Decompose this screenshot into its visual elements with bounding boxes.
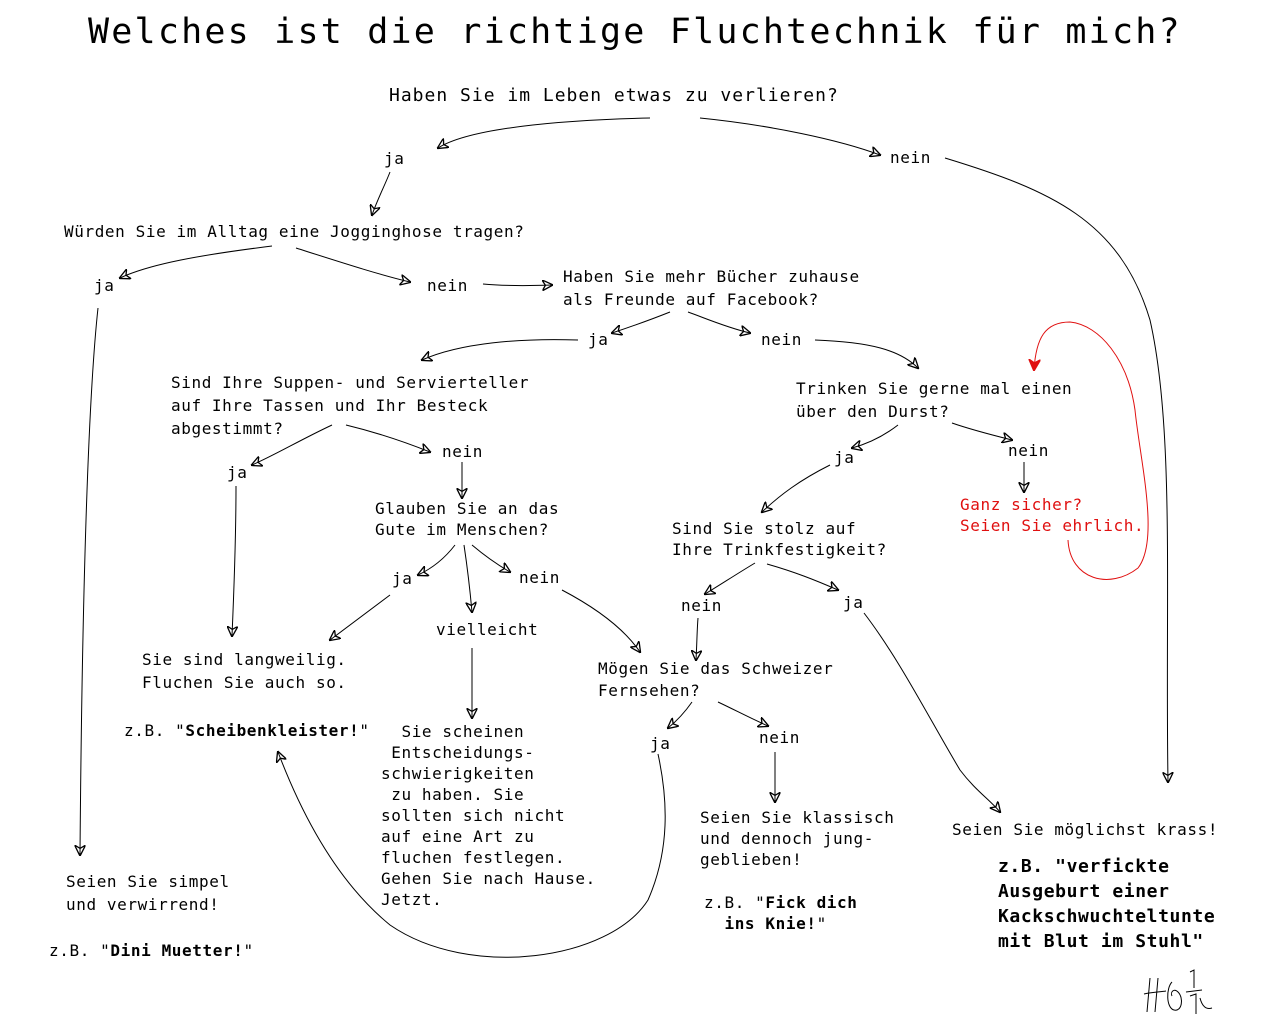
example-prefix: z.B. "	[124, 721, 186, 740]
label-ja-q5: ja	[834, 448, 855, 467]
label-nein-q6: nein	[519, 568, 560, 587]
edge-q5-ja	[852, 424, 899, 448]
edge-nein-q8	[561, 589, 640, 652]
question-schweizer-fernsehen: Mögen Sie das Schweizer Fernsehen?	[598, 659, 834, 700]
edge-ja-q7	[762, 464, 831, 512]
red-question-ehrlich: Ganz sicher? Seien Sie ehrlich.	[960, 495, 1145, 535]
signature-icon	[1143, 969, 1213, 1014]
edge-ja-q2	[372, 171, 391, 215]
result-krass: Seien Sie möglichst krass!	[952, 820, 1219, 839]
edge-q3-ja	[612, 311, 671, 333]
question-buecher-freunde: Haben Sie mehr Bücher zuhause als Freund…	[563, 267, 860, 309]
edge-q4-nein	[345, 424, 430, 452]
example-fick-dich-word: Fick dich ins Knie!	[724, 893, 858, 933]
edge-q8-ja	[668, 701, 693, 728]
question-leben-verlieren: Haben Sie im Leben etwas zu verlieren?	[389, 85, 839, 106]
label-ja-q7: ja	[843, 593, 864, 612]
result-unentschieden: Sie scheinen Entscheidungs- schwierigkei…	[381, 722, 596, 909]
question-durst: Trinken Sie gerne mal einen über den Dur…	[796, 379, 1073, 421]
example-prefix: z.B. "	[704, 893, 766, 912]
edge-nein-q5	[814, 339, 918, 368]
edge-q2-nein	[295, 247, 410, 282]
example-prefix: z.B. "	[49, 941, 111, 960]
result-klassisch: Seien Sie klassisch und dennoch jung- ge…	[700, 808, 895, 869]
label-ja-q8: ja	[650, 734, 671, 753]
edge-nein-q8b	[696, 617, 698, 660]
edge-ja-langweilig	[232, 485, 236, 636]
page-title: Welches ist die richtige Fluchtechnik fü…	[88, 12, 1182, 52]
example-krass: z.B. "verfickte Ausgeburt einer Kackschw…	[998, 856, 1216, 952]
edge-ja-q4	[422, 339, 579, 360]
edge-q8-nein	[717, 701, 768, 726]
label-nein-q3: nein	[761, 330, 802, 349]
edge-nein-krass	[944, 157, 1168, 782]
question-teller-abgestimmt: Sind Ihre Suppen- und Servierteller auf …	[171, 373, 530, 438]
example-fick-dich: z.B. "Fick dich ins Knie!"	[704, 893, 858, 933]
edge-nein-q3	[482, 284, 552, 286]
edge-q7-ja	[766, 563, 838, 590]
example-scheibenkleister: z.B. "Scheibenkleister!"	[124, 721, 370, 740]
result-simpel: Seien Sie simpel und verwirrend!	[66, 872, 230, 914]
result-langweilig: Sie sind langweilig. Fluchen Sie auch so…	[142, 650, 347, 692]
edge-q1-ja	[438, 117, 651, 148]
question-trinkfestigkeit: Sind Sie stolz auf Ihre Trinkfestigkeit?	[672, 519, 887, 559]
edge-ja-scheibenkleister	[278, 752, 666, 958]
question-gute-menschen: Glauben Sie an das Gute im Menschen?	[375, 499, 560, 539]
edge-q6-vielleicht	[463, 544, 472, 612]
edge-q6-nein	[471, 544, 510, 572]
edge-ja-langweilig2	[330, 594, 391, 640]
edge-ja-simpel	[80, 307, 99, 855]
edge-q3-nein	[687, 311, 750, 333]
example-scheibenkleister-word: Scheibenkleister!	[185, 721, 360, 740]
edge-q6-ja	[418, 544, 456, 575]
label-ja-q4: ja	[227, 463, 248, 482]
edge-red-loop	[1034, 321, 1149, 580]
edge-q4-ja	[252, 424, 333, 465]
label-nein-q1: nein	[890, 148, 931, 167]
example-dini-muetter: z.B. "Dini Muetter!"	[49, 941, 254, 960]
edge-q7-nein	[705, 562, 756, 594]
label-nein-q4: nein	[442, 442, 483, 461]
example-dini-muetter-word: Dini Muetter!	[110, 941, 244, 960]
edge-q2-ja	[120, 245, 273, 278]
edge-q1-nein	[699, 117, 880, 155]
edge-ja-krass	[863, 612, 1000, 812]
question-jogginghose: Würden Sie im Alltag eine Jogginghose tr…	[64, 222, 525, 241]
label-nein-q2: nein	[427, 276, 468, 295]
label-nein-q8: nein	[759, 728, 800, 747]
label-nein-q7: nein	[681, 596, 722, 615]
label-ja-q2: ja	[94, 276, 115, 295]
label-nein-q5: nein	[1008, 441, 1049, 460]
label-ja-q1: ja	[384, 149, 405, 168]
edge-q5-nein	[951, 422, 1012, 440]
label-vielleicht-q6: vielleicht	[436, 620, 539, 639]
label-ja-q6: ja	[392, 569, 413, 588]
label-ja-q3: ja	[588, 330, 609, 349]
